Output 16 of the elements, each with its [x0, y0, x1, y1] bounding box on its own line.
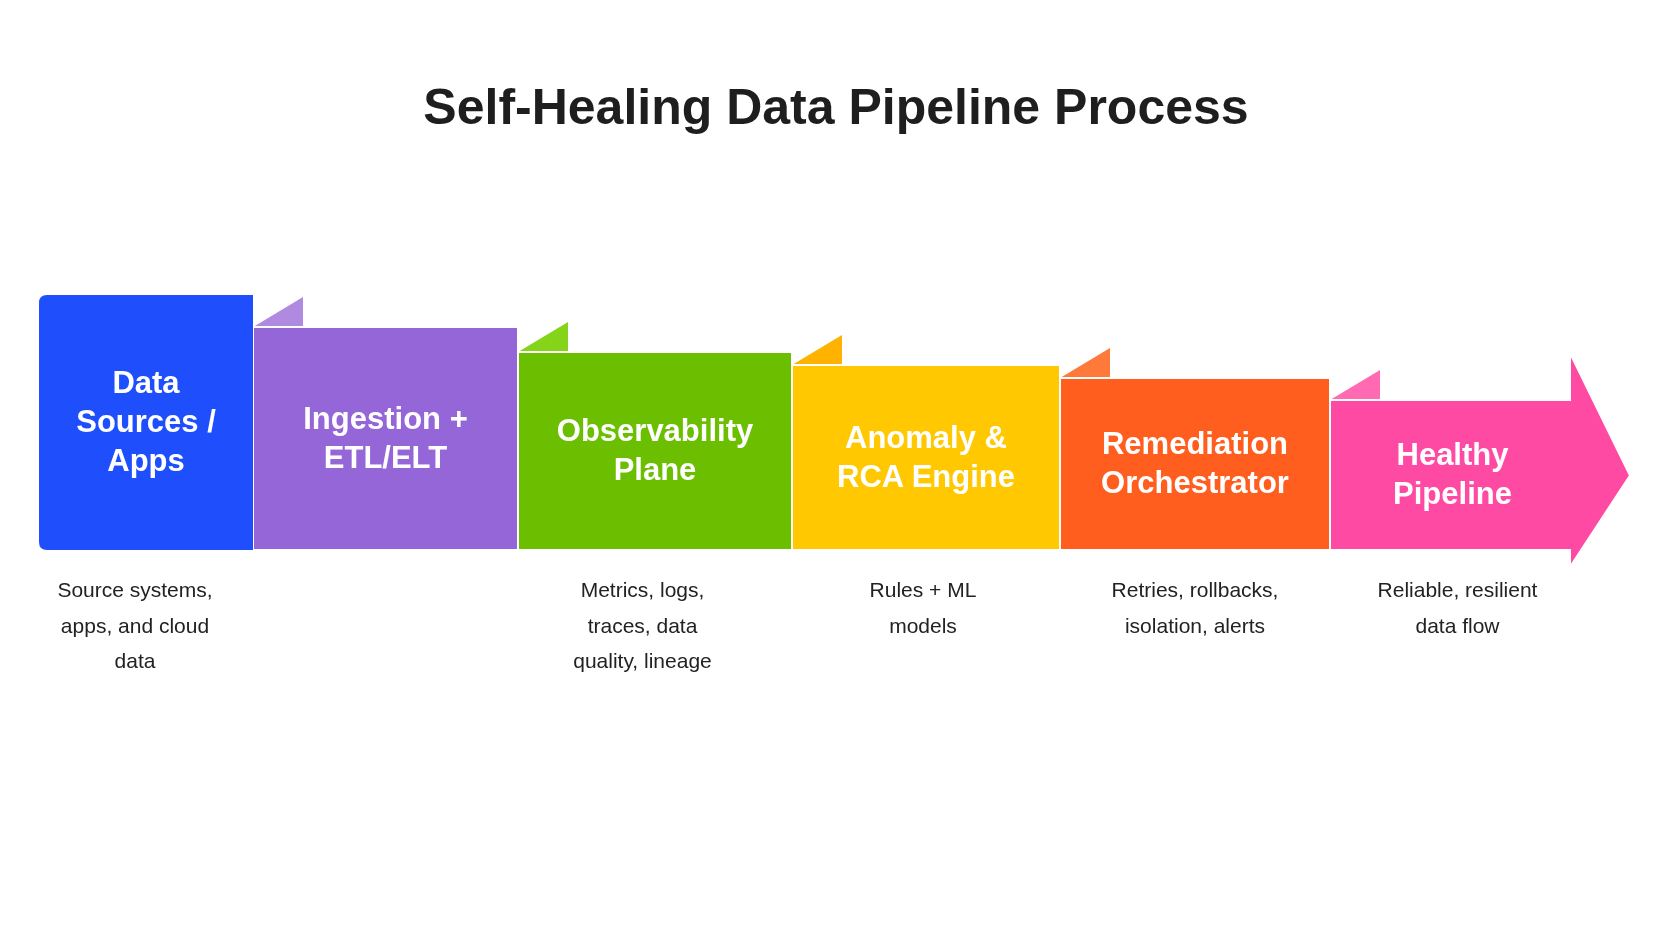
process-step: [253, 297, 518, 550]
step-title: Ingestion + ETL/ELT: [302, 399, 469, 477]
diagram-title: Self-Healing Data Pipeline Process: [422, 78, 1250, 136]
step-title: Healthy Pipeline: [1392, 436, 1513, 513]
step-caption: Reliable, resilient data flow: [1376, 577, 1539, 639]
step-title: Observability Plane: [555, 412, 755, 489]
step-title: Data Sources / Apps: [75, 364, 217, 480]
step-caption: Retries, rollbacks, isolation, alerts: [1110, 577, 1280, 639]
process-step: [518, 322, 792, 550]
step-caption: Source systems, apps, and cloud data: [56, 577, 214, 675]
step-caption: Metrics, logs, traces, data quality, lineage: [572, 577, 713, 675]
process-step: [1060, 348, 1330, 550]
step-title: Anomaly & RCA Engine: [836, 418, 1016, 496]
step-title: Remediation Orchestrator: [1100, 425, 1290, 502]
process-step: [792, 335, 1060, 550]
step-caption: Rules + ML models: [868, 577, 978, 639]
